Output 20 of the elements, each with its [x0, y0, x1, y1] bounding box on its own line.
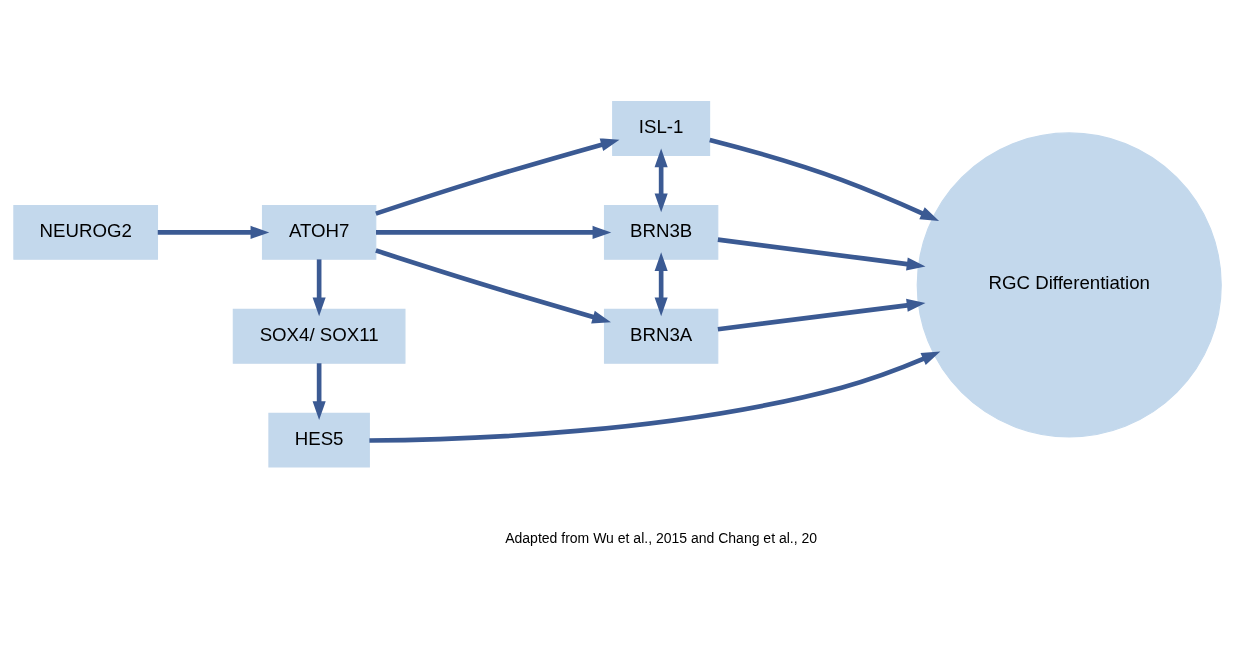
node-box: ATOH7	[261, 204, 377, 260]
arrow	[375, 137, 620, 216]
arrow	[369, 351, 941, 443]
node-box: ISL-1	[612, 100, 711, 156]
node-box: BRN3B	[603, 204, 719, 260]
arrow	[312, 362, 326, 420]
node-box: SOX4/ SOX11	[232, 308, 406, 364]
arrow	[709, 137, 940, 221]
arrow	[717, 298, 926, 332]
node-box: NEUROG2	[13, 204, 159, 260]
node-box: BRN3A	[603, 308, 719, 364]
arrow	[717, 236, 926, 271]
label: Adapted from Wu et al., 2015 and Chang et al., 20	[505, 529, 818, 546]
arrow	[157, 225, 270, 239]
arrow	[654, 251, 668, 316]
arrow	[375, 247, 611, 323]
node-box: HES5	[268, 412, 370, 468]
arrow	[654, 147, 668, 212]
arrow	[376, 225, 612, 239]
arrow	[312, 258, 326, 316]
